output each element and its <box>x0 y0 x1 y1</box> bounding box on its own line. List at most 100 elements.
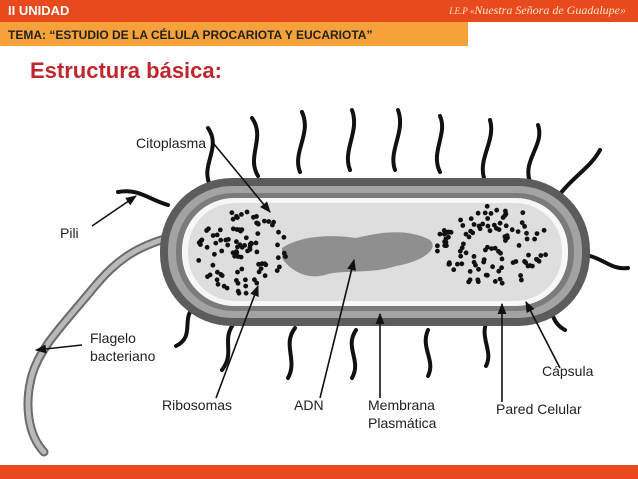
ribosome-dot <box>513 259 519 264</box>
ribosome-dot <box>471 222 477 227</box>
school-name: I.E.P «Nuestra Señora de Guadalupe» <box>449 3 626 18</box>
ribosome-dot <box>258 266 264 271</box>
pilus <box>250 116 260 178</box>
ribosome-dot <box>266 219 272 224</box>
flagellum <box>23 227 195 457</box>
ribosome-dot <box>243 277 248 283</box>
ribosome-dot <box>435 243 440 249</box>
ribosome-dot <box>485 272 490 278</box>
ribosome-dot <box>270 222 275 228</box>
pilus <box>558 148 602 196</box>
ribosome-dot <box>503 223 509 229</box>
ribosome-dot <box>524 230 529 236</box>
bottom-bar <box>0 465 638 479</box>
pilus <box>588 254 630 271</box>
theme-bar: TEMA: “ESTUDIO DE LA CÉLULA PROCARIOTA Y… <box>0 22 468 46</box>
ribosome-dot <box>243 235 249 241</box>
label-adn: ADN <box>294 397 324 413</box>
top-header-bar: II UNIDAD I.E.P «Nuestra Señora de Guada… <box>0 0 638 22</box>
label-membrana-2: Plasmática <box>368 415 437 431</box>
ribosome-dot <box>459 261 465 267</box>
ribosome-dot <box>247 247 253 252</box>
ribosome-dot <box>238 228 244 234</box>
ribosome-dot <box>463 250 469 256</box>
ribosome-dot <box>530 263 535 269</box>
ribosome-dot <box>458 253 464 259</box>
ribosome-dot <box>251 214 256 220</box>
ribosome-dot <box>466 234 472 240</box>
ribosome-dot <box>206 226 211 232</box>
ribosome-dot <box>485 223 491 229</box>
ribosome-dot <box>475 210 481 216</box>
ribosome-dot <box>275 242 280 248</box>
ribosome-dot <box>475 277 481 283</box>
ribosome-dot <box>492 245 498 251</box>
ribosome-dot <box>262 218 267 224</box>
ribosome-dot <box>455 261 460 267</box>
ribosome-dot <box>217 227 223 233</box>
ribosome-dot <box>541 227 547 233</box>
ribosome-dot <box>255 231 261 237</box>
ribosome-dot <box>538 253 544 258</box>
ribosome-dot <box>483 247 488 253</box>
ribosome-dot <box>253 240 259 246</box>
ribosome-dot <box>519 220 525 226</box>
ribosome-dot <box>212 251 217 257</box>
label-ribosomas: Ribosomas <box>162 397 232 413</box>
ribosome-dot <box>487 228 493 234</box>
ribosome-dot <box>230 226 236 232</box>
dna-nucleoid <box>282 232 433 277</box>
ribosome-dot <box>468 216 474 222</box>
ribosome-dot <box>488 211 494 216</box>
ribosome-dot <box>218 272 224 277</box>
ribosome-dot <box>243 290 249 296</box>
ribosome-dot <box>502 213 508 218</box>
ribosome-dot <box>248 240 254 246</box>
ribosome-dot <box>491 222 497 228</box>
ribosome-dot <box>532 236 537 242</box>
ribosome-dot <box>236 290 242 296</box>
ribosome-dot <box>229 210 235 216</box>
ribosome-dot <box>458 217 463 223</box>
slide-heading: Estructura básica: <box>30 58 222 83</box>
ribosome-dot <box>534 231 540 237</box>
ribosome-dot <box>503 208 508 214</box>
ribosome-dot <box>255 221 261 227</box>
pilus <box>286 326 297 380</box>
ribosome-dot <box>219 248 225 254</box>
pointer-pili <box>91 195 137 227</box>
ribosome-dot <box>239 212 244 217</box>
ribosome-dot <box>468 228 473 234</box>
pilus <box>116 189 170 207</box>
ribosome-dot <box>196 258 202 263</box>
ribosome-dot <box>543 252 548 258</box>
ribosome-dot <box>494 207 500 213</box>
ribosome-dot <box>534 256 539 262</box>
ribosome-dot <box>274 268 280 273</box>
label-flagelo-2: bacteriano <box>90 348 156 364</box>
label-pili: Pili <box>60 225 79 241</box>
ribosome-dot <box>460 223 466 228</box>
ribosome-dot <box>497 276 503 282</box>
ribosome-dot <box>281 250 287 256</box>
ribosome-dot <box>435 248 440 254</box>
ribosome-dot <box>204 244 210 250</box>
ribosome-dot <box>243 283 249 289</box>
ribosome-dot <box>234 239 239 245</box>
ribosome-dot <box>471 259 477 265</box>
ribosome-dot <box>230 216 236 222</box>
ribosome-dot <box>275 255 281 261</box>
pointer-lines <box>34 143 561 402</box>
ribosome-dot <box>205 274 210 279</box>
ribosome-dot <box>230 250 236 256</box>
ribosome-dot <box>499 280 505 286</box>
ribosome-dot <box>461 241 466 247</box>
ribosome-dot <box>437 231 443 237</box>
ribosome-dot <box>520 210 526 216</box>
label-capsula: Cápsula <box>542 363 594 379</box>
label-pared: Pared Celular <box>496 401 582 417</box>
ribosome-dot <box>499 265 504 271</box>
ribosome-dot <box>239 266 245 272</box>
ribosome-dot <box>262 273 268 279</box>
